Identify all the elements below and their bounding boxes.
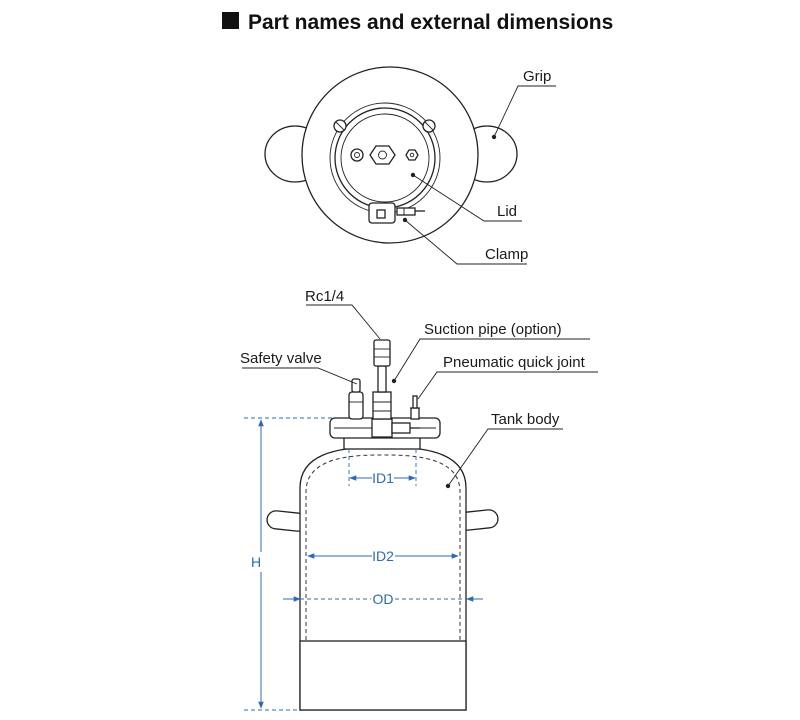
rc-leader	[306, 304, 381, 340]
side-clamp	[371, 418, 393, 438]
safety-valve-leader	[242, 367, 358, 385]
clamp-label: Clamp	[485, 246, 528, 263]
suction-pipe-label: Suction pipe (option)	[424, 321, 562, 338]
lid-leader	[412, 174, 522, 222]
tank-body-leader	[447, 428, 563, 487]
lid-inner	[340, 113, 430, 203]
rc-label: Rc1/4	[305, 288, 344, 305]
title: Part names and external dimensions	[248, 11, 613, 34]
dimension-lines: ID1 ID2 OD H	[244, 417, 483, 711]
top-view: Grip Lid Clamp	[264, 66, 556, 265]
grip-label: Grip	[523, 68, 551, 85]
side-view: Rc1/4 Suction pipe (option) Safety valve…	[240, 288, 598, 711]
clamp-bolt-left	[333, 119, 347, 133]
id2-label: ID2	[372, 548, 394, 564]
hex-nut	[405, 149, 419, 161]
quick-joint-leader	[417, 371, 598, 400]
suction-pipe-leader	[393, 338, 590, 382]
tank-base	[299, 640, 467, 711]
h-label: H	[251, 554, 261, 570]
od-label: OD	[373, 591, 394, 607]
lid-label: Lid	[497, 203, 517, 220]
tank-body-label: Tank body	[491, 411, 560, 428]
tank-neck	[343, 436, 421, 450]
fitting-small	[350, 148, 364, 162]
id1-label: ID1	[372, 470, 394, 486]
clamp-leader	[404, 219, 527, 265]
grip-leader	[493, 85, 556, 138]
rc-fitting	[372, 339, 392, 420]
safety-valve	[348, 378, 364, 420]
safety-valve-label: Safety valve	[240, 350, 322, 367]
quick-joint	[410, 395, 420, 420]
title-bullet	[222, 12, 239, 29]
clamp-latch	[368, 202, 425, 224]
quick-joint-label: Pneumatic quick joint	[443, 354, 586, 371]
clamp-bolt-right	[422, 119, 436, 133]
center-nut	[369, 145, 396, 165]
